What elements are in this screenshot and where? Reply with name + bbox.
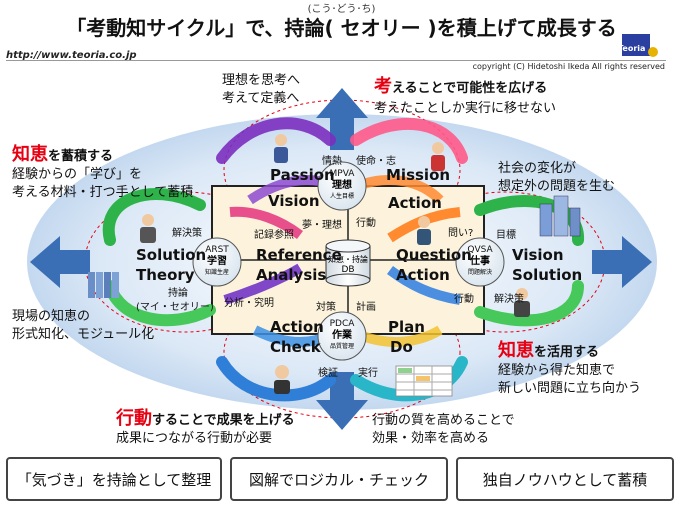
label-toi: 問い? [448, 228, 474, 239]
arrow-left [30, 236, 90, 288]
arc-left-purple [223, 263, 303, 305]
bottom-right-heading: 知恵を活用する 経験から得た知恵で 新しい問題に立ち向かう [498, 340, 642, 396]
person-left-icon [140, 214, 156, 243]
label-jonetsu: 情熱 [322, 156, 342, 167]
top-left-note: 理想を思考へ 考えて定義へ [222, 73, 301, 106]
person-right-icon [514, 288, 530, 317]
person-top-left-icon [274, 134, 288, 163]
arc-top-pink [350, 117, 468, 164]
site-url: http://www.teoria.co.jp [6, 50, 137, 61]
label-theory: Theory [136, 266, 195, 284]
copyright: copyright (C) Hidetoshi Ikeda All rights… [472, 62, 665, 71]
circle-right-label: QVSA 仕事 問題解決 [467, 245, 493, 276]
arc-top-purple [216, 117, 336, 164]
circle-bottom [317, 311, 367, 361]
orbit-top [223, 99, 461, 241]
arc-right-green-low [474, 280, 584, 327]
label-solution-right: Solution [512, 266, 583, 284]
database-label: 知恵・持論 DB [328, 255, 368, 275]
label-jiron: 持論 [168, 288, 188, 299]
page-title: 「考動知サイクル」で、持論( セオリー )を積上げて成長する [66, 16, 617, 40]
person-center-right-icon [417, 216, 431, 245]
person-bottom-left-icon [274, 365, 290, 394]
arrow-down [316, 372, 368, 430]
label-kaiketsu-right: 解決策 [494, 294, 524, 305]
arc-left-pink [229, 206, 303, 240]
bottom-box-2: 図解でロジカル・チェック [230, 457, 448, 501]
circle-top [317, 161, 367, 211]
label-kaiketsu-left: 解決策 [172, 228, 202, 239]
left-heading: 知恵を蓄積する 経験からの「学び」を 考える材料・打つ手として蓄積 [12, 144, 194, 200]
arc-bottom-inner-yellow [358, 325, 443, 347]
label-solution-left: Solution [136, 246, 207, 264]
label-action-right: Action [396, 266, 450, 284]
circle-left-label: ARST 学習 知識生産 [204, 245, 229, 276]
database-icon [325, 239, 371, 287]
arrow-right [592, 236, 652, 288]
label-vision-right: Vision [512, 246, 564, 264]
label-bunseki: 分析・究明 [224, 298, 274, 309]
label-kodo: 行動 [356, 218, 376, 229]
circle-right [455, 237, 505, 287]
label-kiroku: 記録参照 [254, 230, 294, 241]
buildings-icon [539, 195, 581, 237]
top-right-heading: 考えることで可能性を広げる 考えたことしか実行に移せない [374, 76, 557, 116]
label-action-top: Action [388, 194, 442, 212]
label-plan: Plan [388, 318, 425, 336]
label-reference: Reference [256, 246, 342, 264]
arc-left-green [102, 187, 206, 246]
label-kensho: 検証 [318, 368, 338, 379]
circle-left [192, 237, 242, 287]
circle-top-label: MPVA 理想 人生目標 [329, 169, 355, 200]
label-my-theory: (マイ・セオリー) [136, 302, 214, 313]
circle-bottom-label: PDCA 作業 品質管理 [329, 319, 355, 350]
label-analysis: Analysis [256, 266, 327, 284]
bottom-left-note: 現場の知恵の 形式知化、モジュール化 [12, 309, 155, 342]
label-passion: Passion [270, 166, 335, 184]
header-divider [6, 60, 666, 61]
label-mission: Mission [386, 166, 451, 184]
label-do: Do [390, 338, 413, 356]
label-vision-top: Vision [268, 192, 320, 210]
arc-bottom-blue [216, 356, 336, 402]
label-koudou-right: 行動 [454, 294, 474, 305]
arrow-up [316, 88, 368, 150]
spreadsheet-icon [395, 365, 453, 397]
label-taisaku: 対策 [316, 302, 336, 313]
title-ruby: (こう･どう･ち) [307, 4, 376, 15]
label-question: Question [396, 246, 472, 264]
label-shimei: 使命・志 [356, 156, 396, 167]
bottom-box-3: 独自ノウハウとして蓄積 [456, 457, 674, 501]
label-yume: 夢・理想 [302, 220, 342, 231]
binders-icon [88, 272, 119, 298]
arc-right-blue [387, 265, 461, 305]
orbit-bottom [223, 285, 461, 419]
logo-text: Teoria [618, 44, 646, 53]
teoria-logo-icon [622, 34, 658, 57]
label-mokuhyo: 目標 [496, 230, 516, 241]
label-keikaku: 計画 [356, 302, 376, 313]
arc-top-inner-orange [358, 175, 444, 204]
label-check: Check [270, 338, 321, 356]
bottom-center-right-note: 行動の質を高めることで 効果・効率を高める [372, 413, 515, 446]
label-jikko: 実行 [358, 368, 378, 379]
bottom-box-1: 「気づき」を持論として整理 [6, 457, 222, 501]
person-top-right-icon [431, 142, 445, 171]
bottom-center-left-heading: 行動することで成果を上げる 成果につながる行動が必要 [116, 408, 295, 446]
right-note: 社会の変化が 想定外の問題を生む [498, 161, 616, 194]
label-action-bottom: Action [270, 318, 324, 336]
